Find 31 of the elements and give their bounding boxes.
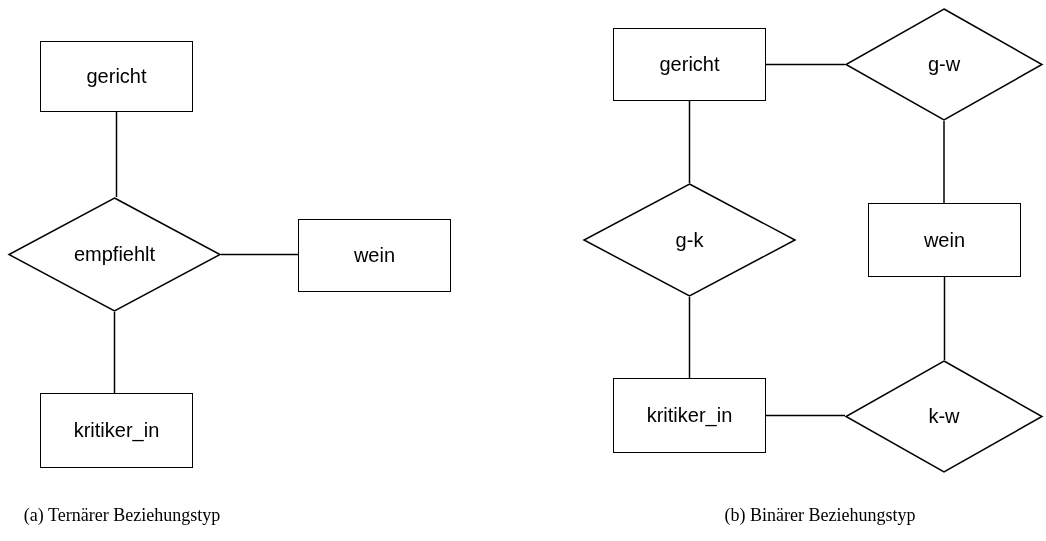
node-label: empfiehlt <box>73 243 156 266</box>
entity-box <box>298 219 451 292</box>
connector-line <box>943 120 945 204</box>
node-label: wein <box>353 244 396 267</box>
relationship-diamond <box>845 8 1043 121</box>
connector-line <box>113 311 116 394</box>
relationship-diamond <box>845 360 1043 473</box>
node-label: wein <box>923 228 966 252</box>
entity-box <box>40 41 193 112</box>
node-label: k-w <box>928 405 960 428</box>
node-label: g-k <box>675 228 704 252</box>
connector-line <box>688 296 691 379</box>
entity-box <box>613 378 766 453</box>
node-label: kritiker_in <box>73 419 160 442</box>
relationship-diamond <box>583 183 796 297</box>
connector-line <box>688 100 691 184</box>
connector-line <box>765 414 846 417</box>
entity-box <box>40 393 193 468</box>
node-label: gericht <box>86 65 147 88</box>
subfigure-caption: (b) Binärer Beziehungstyp <box>724 505 916 526</box>
connector-line <box>943 276 946 361</box>
node-label: gericht <box>659 53 720 76</box>
relationship-diamond <box>8 197 221 312</box>
entity-box <box>613 28 766 101</box>
node-label: kritiker_in <box>646 404 733 427</box>
subfigure-caption: (a) Ternärer Beziehungstyp <box>23 505 221 526</box>
connector-line <box>220 253 299 256</box>
node-label: g-w <box>927 53 961 76</box>
connector-line <box>765 63 846 66</box>
entity-box <box>868 203 1021 277</box>
connector-line <box>115 111 118 198</box>
